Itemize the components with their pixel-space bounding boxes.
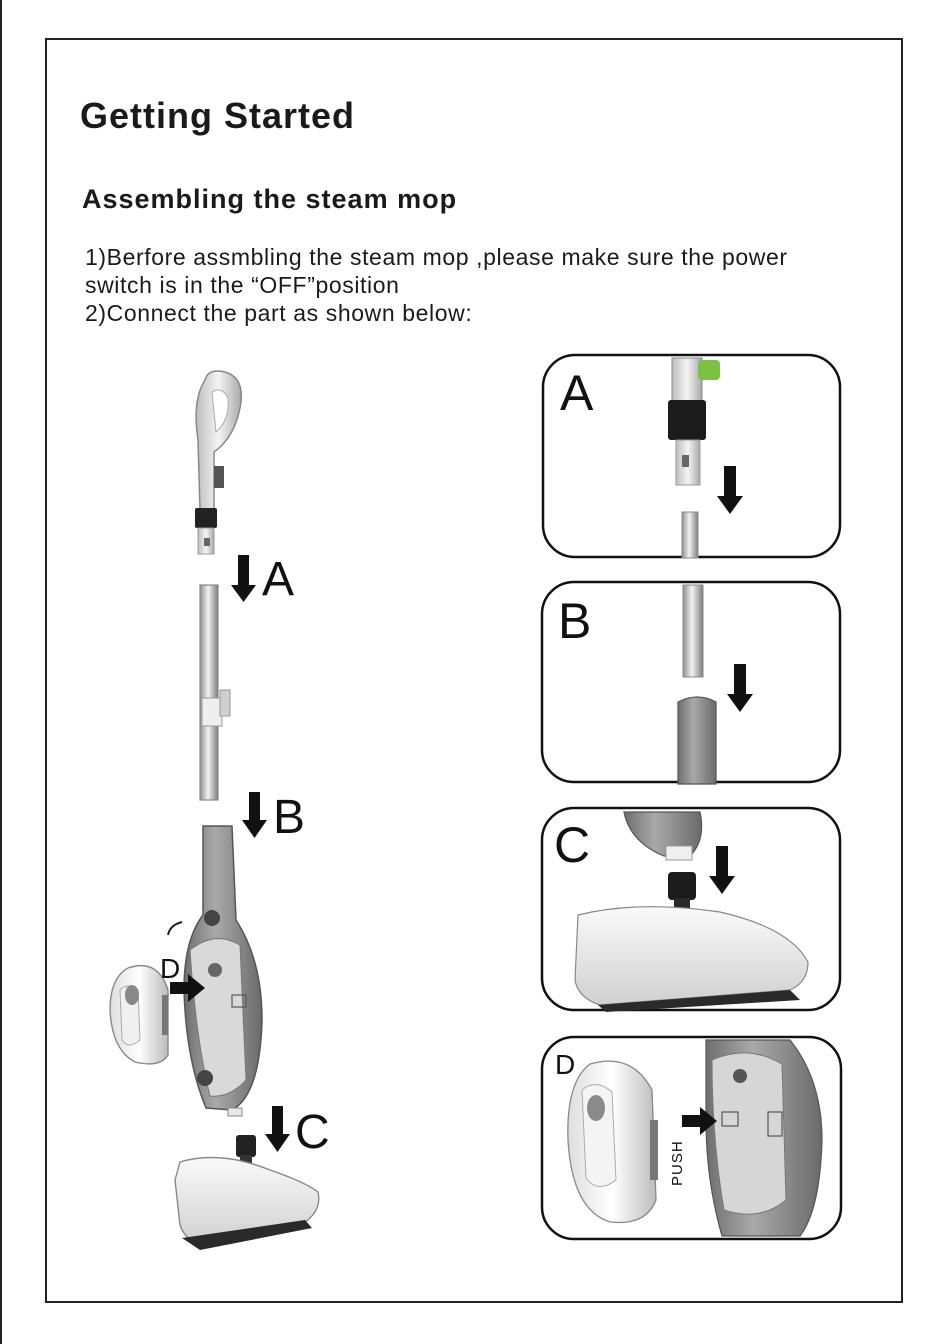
step-label-c: C [295, 1106, 330, 1159]
power-switch-icon [698, 360, 720, 380]
detail-panel-c: C [542, 808, 840, 1012]
detail-panel-a: A [543, 355, 840, 558]
arrow-down-icon [242, 792, 267, 838]
detail-label-c: C [554, 817, 590, 873]
detail-panel-b: B [542, 582, 840, 784]
step-label-d: D [160, 953, 180, 984]
detail-panel-d: D PUSH [542, 1037, 841, 1239]
mop-handle [195, 371, 241, 554]
main-body [168, 826, 262, 1116]
extension-pole [200, 585, 230, 800]
handle-collar [195, 508, 217, 528]
detail-label-a: A [560, 365, 594, 421]
arrow-down-icon [231, 555, 256, 602]
step-label-b: B [273, 791, 305, 844]
step-label-a: A [262, 553, 294, 606]
detail-label-d: D [555, 1049, 575, 1080]
arrow-down-icon [265, 1106, 290, 1152]
handle-clip [214, 466, 224, 488]
push-label: PUSH [669, 1140, 686, 1186]
screw [204, 910, 220, 926]
detail-label-b: B [558, 593, 591, 649]
